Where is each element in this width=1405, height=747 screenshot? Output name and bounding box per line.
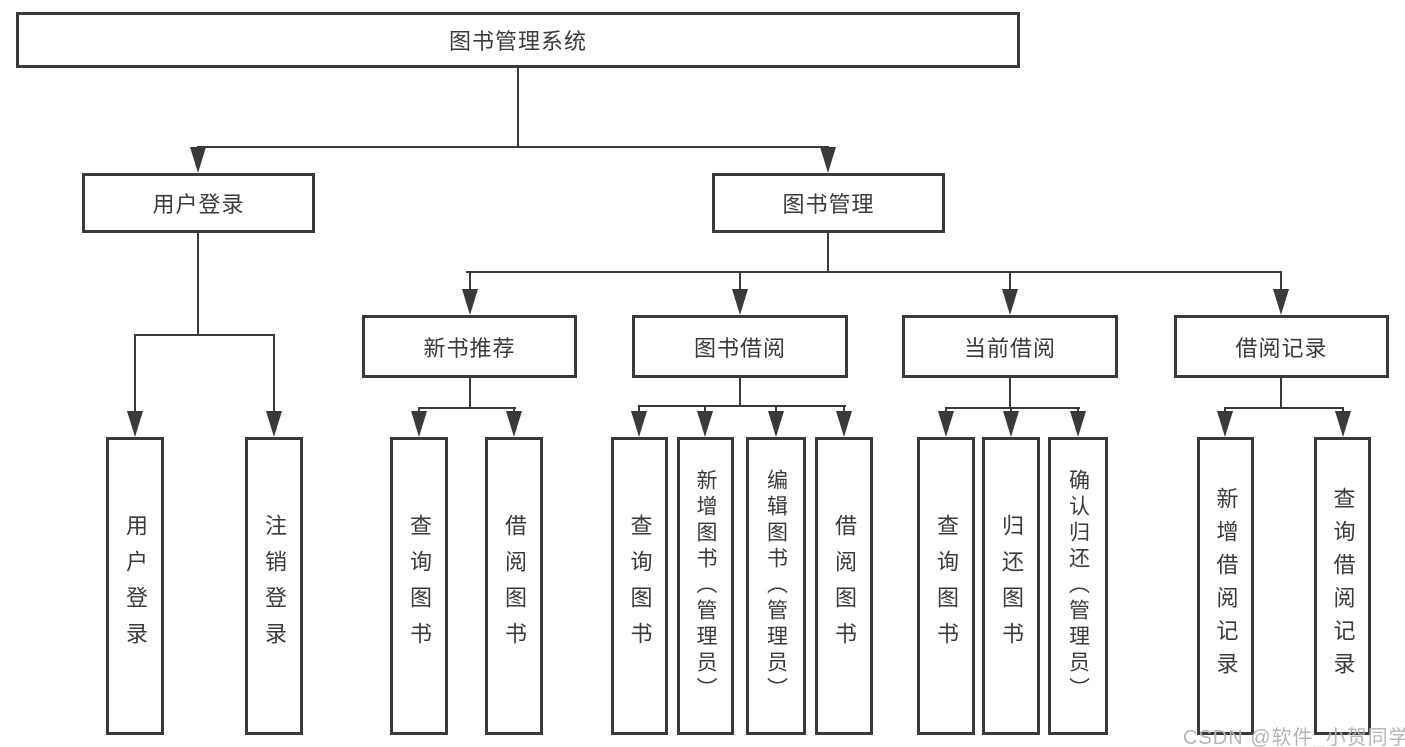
connector-arrow [631, 411, 647, 437]
connector-line [827, 233, 829, 273]
connector-line [843, 405, 845, 413]
connector-arrow [938, 411, 954, 437]
connector-line [775, 405, 777, 413]
connector-line [469, 271, 471, 291]
connector-line [134, 334, 136, 412]
node-label: 新增借阅记录 [1213, 487, 1239, 685]
connector-line [739, 378, 741, 407]
node-borrow-books-recommend: 借阅图书 [485, 437, 543, 735]
connector-line [638, 405, 846, 407]
connector-arrow [411, 411, 427, 437]
node-label: 借阅图书 [502, 514, 527, 658]
node-label: 新增图书（管理员） [694, 469, 717, 703]
node-query-books-recommend: 查询图书 [390, 437, 448, 735]
node-return-books: 归还图书 [982, 437, 1040, 735]
node-library-system: 图书管理系统 [16, 12, 1020, 68]
node-label: 编辑图书（管理员） [764, 469, 788, 703]
connector-line [1280, 271, 1282, 291]
node-borrowing-records: 借阅记录 [1174, 315, 1389, 378]
node-book-borrowing: 图书借阅 [632, 315, 848, 378]
node-label: 借阅图书 [832, 514, 857, 658]
connector-arrow [462, 289, 478, 315]
connector-line [517, 68, 519, 146]
node-label: 注销登录 [262, 514, 287, 658]
connector-line [134, 334, 275, 336]
connector-line [1009, 271, 1011, 291]
node-add-books-admin: 新增图书（管理员） [677, 437, 734, 735]
node-book-management: 图书管理 [712, 173, 945, 233]
connector-line [945, 407, 947, 413]
connector-line [1280, 378, 1282, 409]
connector-arrow [836, 411, 852, 437]
node-confirm-return-admin: 确认归还（管理员） [1048, 437, 1108, 735]
connector-line [1077, 407, 1079, 413]
node-add-borrow-record: 新增借阅记录 [1197, 437, 1254, 735]
connector-line [273, 334, 275, 412]
node-label: 查询图书 [934, 514, 959, 658]
connector-arrow [1070, 411, 1086, 437]
watermark: CSDN @软件_小贺同学 [1183, 727, 1405, 747]
node-label: 归还图书 [999, 514, 1024, 658]
node-user-login-action: 用户登录 [106, 437, 164, 735]
connector-arrow [127, 411, 143, 437]
connector-arrow [1217, 411, 1233, 437]
connector-line [418, 407, 420, 413]
node-query-books-current: 查询图书 [917, 437, 975, 735]
connector-line [513, 407, 515, 413]
connector-line [739, 271, 741, 291]
connector-arrow [1335, 411, 1351, 437]
connector-arrow [697, 411, 713, 437]
connector-arrow [732, 289, 748, 315]
connector-line [1010, 407, 1012, 413]
connector-arrow [1273, 289, 1289, 315]
connector-line [1224, 407, 1226, 413]
node-current-borrowing: 当前借阅 [902, 315, 1118, 378]
node-label: 查询借阅记录 [1330, 487, 1356, 685]
node-new-book-recommendation: 新书推荐 [362, 315, 577, 378]
connector-line [197, 146, 829, 148]
connector-arrow [266, 411, 282, 437]
connector-line [945, 407, 1080, 409]
node-query-borrow-record: 查询借阅记录 [1314, 437, 1371, 735]
node-label: 查询图书 [407, 514, 432, 658]
connector-line [197, 233, 199, 336]
connector-line [466, 271, 1282, 273]
connector-arrow [190, 147, 206, 173]
connector-line [1224, 407, 1344, 409]
node-label: 用户登录 [123, 514, 148, 658]
connector-line [1009, 378, 1011, 409]
node-label: 查询图书 [627, 514, 653, 658]
connector-line [638, 405, 640, 413]
node-query-books-borrowing: 查询图书 [611, 437, 668, 735]
connector-line [1342, 407, 1344, 413]
connector-arrow [768, 411, 784, 437]
node-user-login: 用户登录 [82, 173, 315, 233]
connector-line [704, 405, 706, 413]
connector-arrow [1003, 411, 1019, 437]
node-label: 确认归还（管理员） [1066, 469, 1090, 703]
connector-arrow [820, 147, 836, 173]
node-edit-books-admin: 编辑图书（管理员） [746, 437, 806, 735]
node-logout-action: 注销登录 [245, 437, 303, 735]
node-borrow-books-borrowing: 借阅图书 [815, 437, 873, 735]
connector-arrow [506, 411, 522, 437]
connector-line [418, 407, 516, 409]
connector-line [469, 378, 471, 409]
connector-arrow [1002, 289, 1018, 315]
